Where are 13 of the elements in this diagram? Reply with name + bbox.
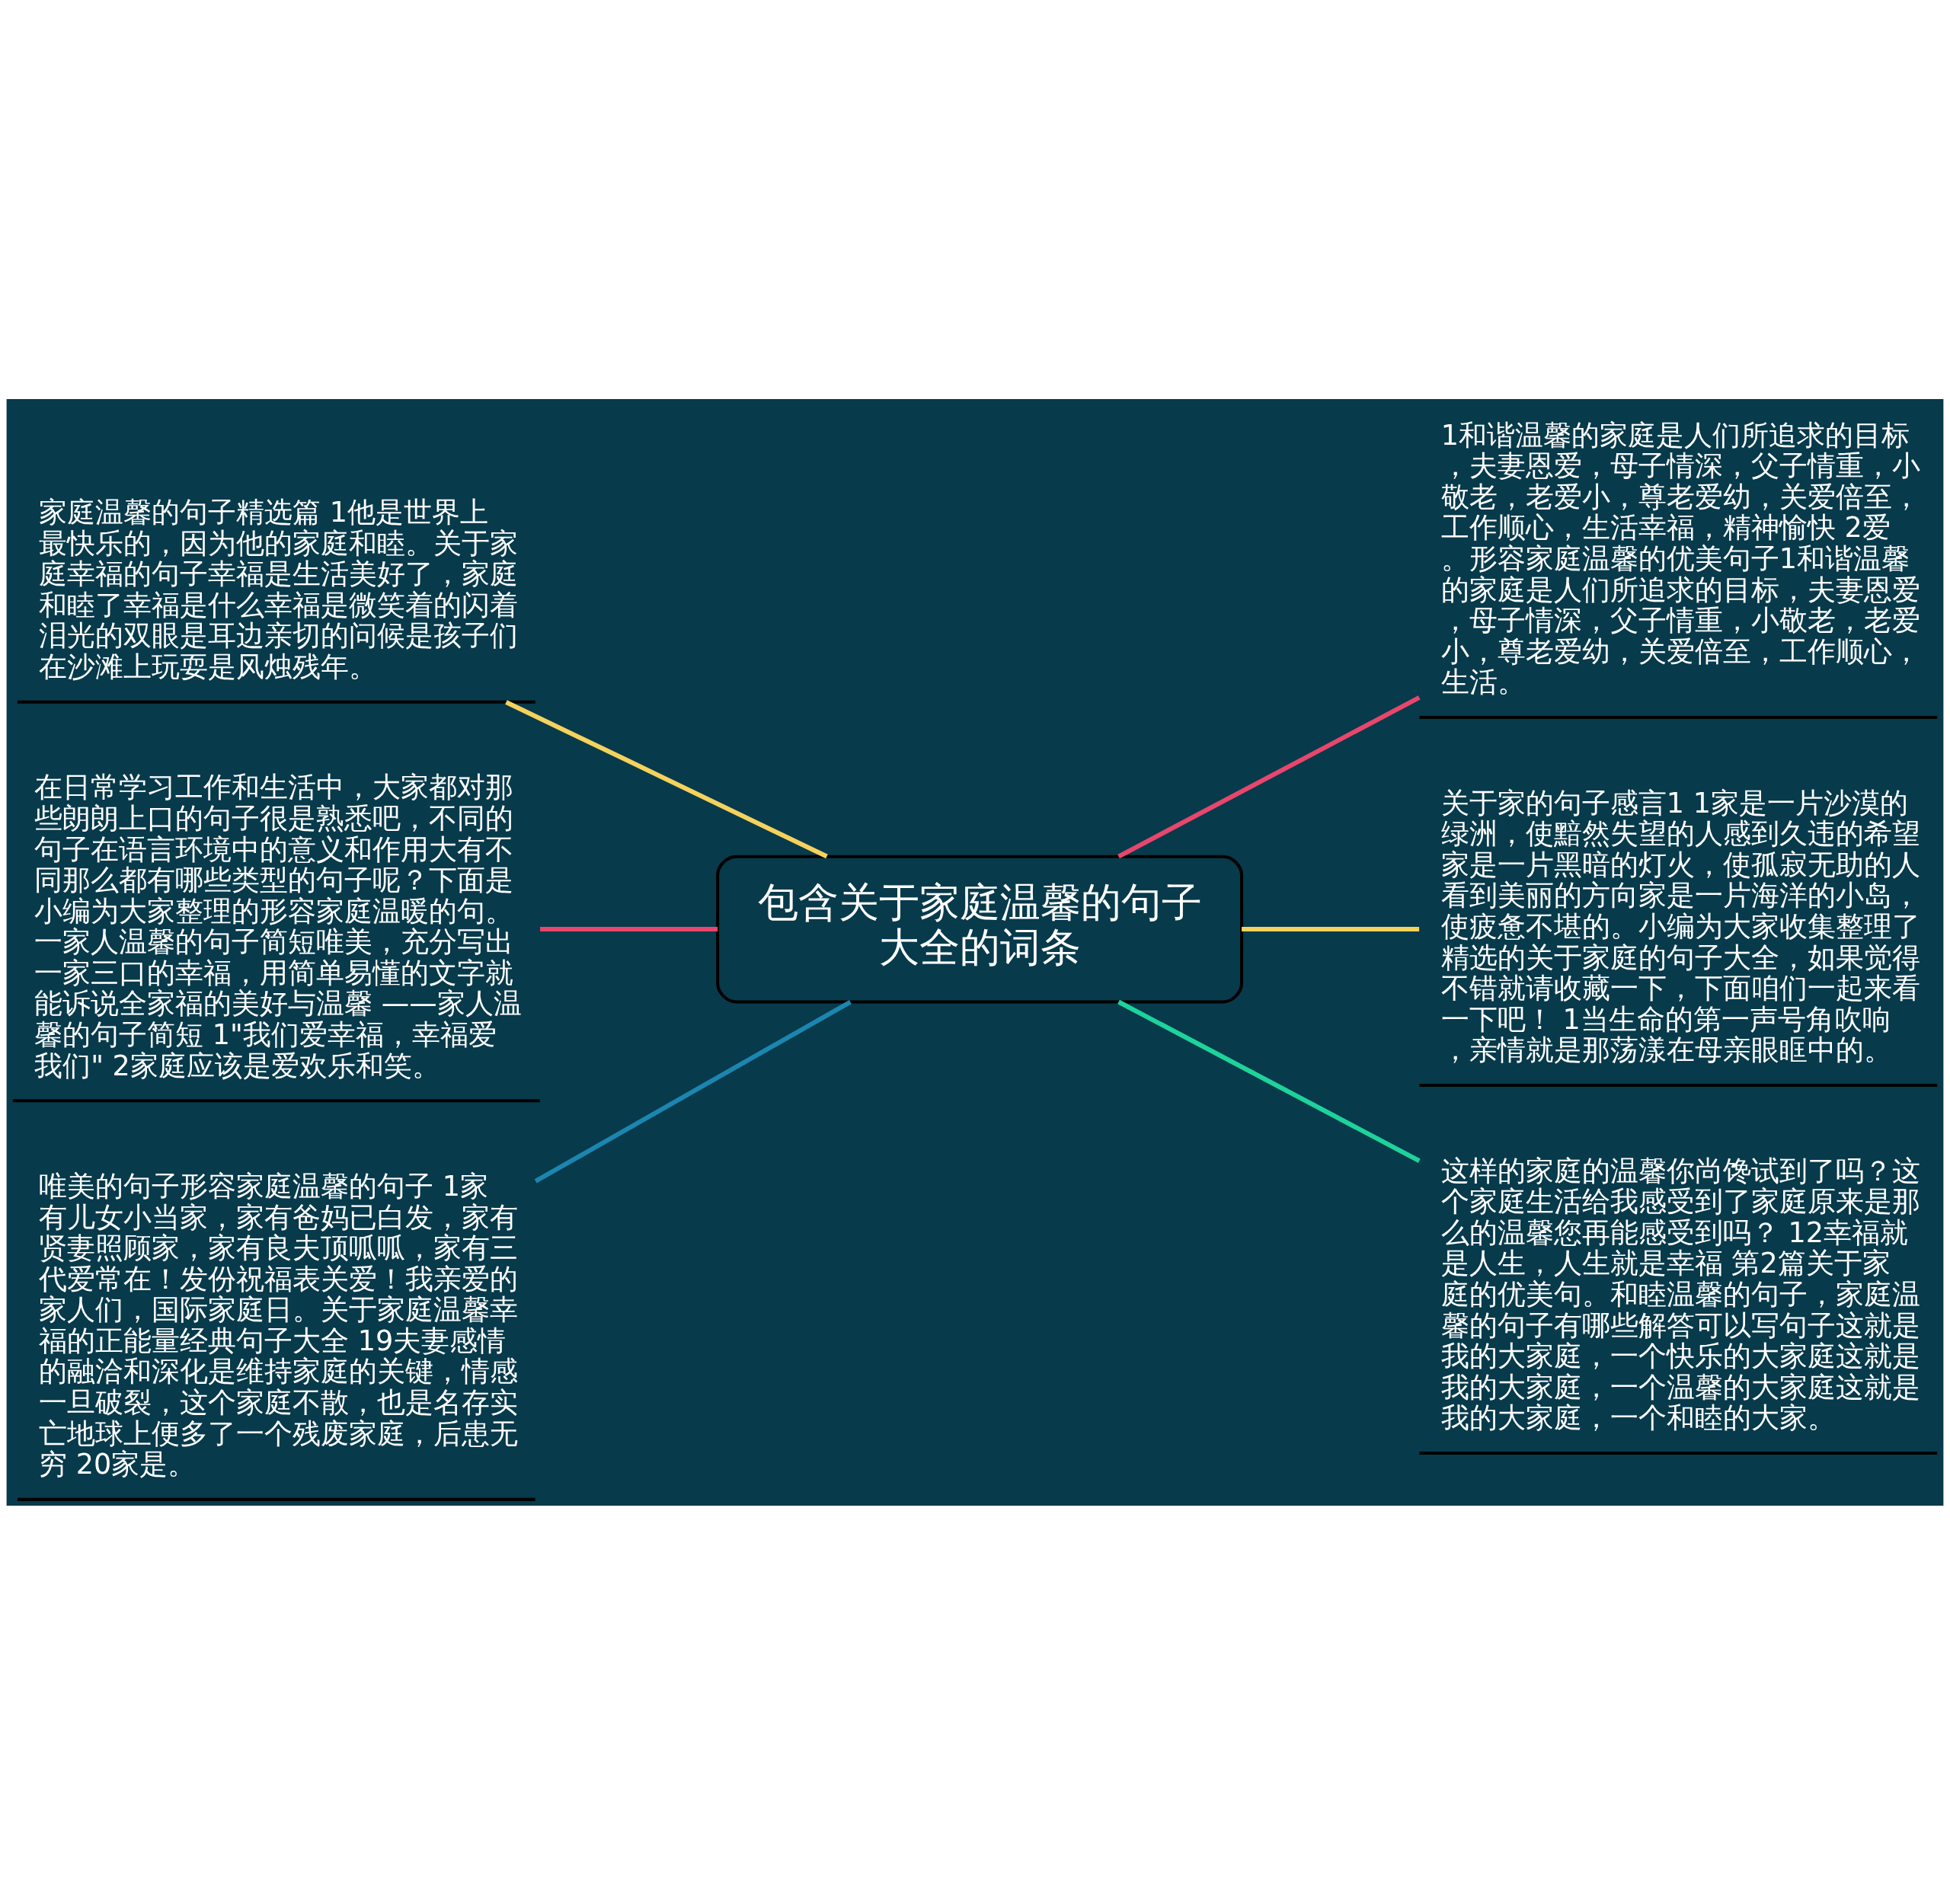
connector <box>1242 926 1420 931</box>
connector <box>1117 999 1421 1163</box>
node-box: 包含关于家庭温馨的句子大全的词条 <box>716 855 1244 1003</box>
node-text: 唯美的句子形容家庭温馨的句子 1家有儿女小当家，家有爸妈已白发，家有贤妻照顾家，家有良夫顶呱呱，家有三代爱常在！发份祝福表关爱！我亲爱的家人们，国际家庭日。关于家庭温馨幸福的正能量经典句子大全 19夫妻感情的融洽和深化是维持家庭的关键，情感一旦破裂，这个家庭不散，也是名存实亡地球上便多了一个残废家庭，后患无穷 20家是。 <box>39 1169 519 1481</box>
node-text: 在日常学习工作和生活中，大家都对那些朗朗上口的句子很是熟悉吧，不同的句子在语言环境中的意义和作用大有不同那么都有哪些类型的句子呢？下面是小编为大家整理的形容家庭温暖的句。一家人温馨的句子简短唯美，充分写出一家三口的幸福，用简单易懂的文字就能诉说全家福的美好与温馨 ——家人温馨的句子简短 1"我们爱幸福，幸福爱我们" 2家庭应该是爱欢乐和笑。 <box>34 770 522 1082</box>
node-text: 关于家的句子感言1 1家是一片沙漠的绿洲，使黯然失望的人感到久违的希望家是一片黑暗的灯火，使孤寂无助的人看到美丽的方向家是一片海洋的小岛，使疲惫不堪的。小编为大家收集整理了精选的关于家庭的句子大全，如果觉得不错就请收藏一下，下面咱们一起来看一下吧！ 1当生命的第一声号角吹响，亲情就是那荡漾在母亲眼眶中的。 <box>1440 786 1920 1066</box>
connector <box>1117 695 1421 858</box>
node-text: 家庭温馨的句子精选篇 1他是世界上最快乐的，因为他的家庭和睦。关于家庭幸福的句子幸福是生活美好了，家庭和睦了幸福是什么幸福是微笑着的闪着泪光的双眼是耳边亲切的问候是孩子们在沙滩上玩耍是风烛残年。 <box>39 495 519 683</box>
node-text: 1和谐温馨的家庭是人们所追求的目标，夫妻恩爱，母子情深，父子情重，小敬老，老爱小，尊老爱幼，关爱倍至，工作顺心，生活幸福，精神愉快 2爱。形容家庭温馨的优美句子1和谐温馨的家庭是人们所追求的目标，夫妻恩爱，母子情深，父子情重，小敬老，老爱小，尊老爱幼，关爱倍至，工作顺心，生活。 <box>1440 418 1920 698</box>
connector <box>534 999 852 1184</box>
connector <box>505 699 828 858</box>
connector <box>540 926 718 931</box>
node-text: 这样的家庭的温馨你尚馋试到了吗？这个家庭生活给我感受到了家庭原来是那么的温馨您再能感受到吗？ 12幸福就是人生，人生就是幸福 第2篇关于家庭的优美句。和睦温馨的句子，家庭温馨的句子有哪些解答可以写句子这就是我的大家庭，一个快乐的大家庭这就是我的大家庭，一个温馨的大家庭这就是我的大家庭，一个和睦的大家。 <box>1440 1154 1920 1434</box>
